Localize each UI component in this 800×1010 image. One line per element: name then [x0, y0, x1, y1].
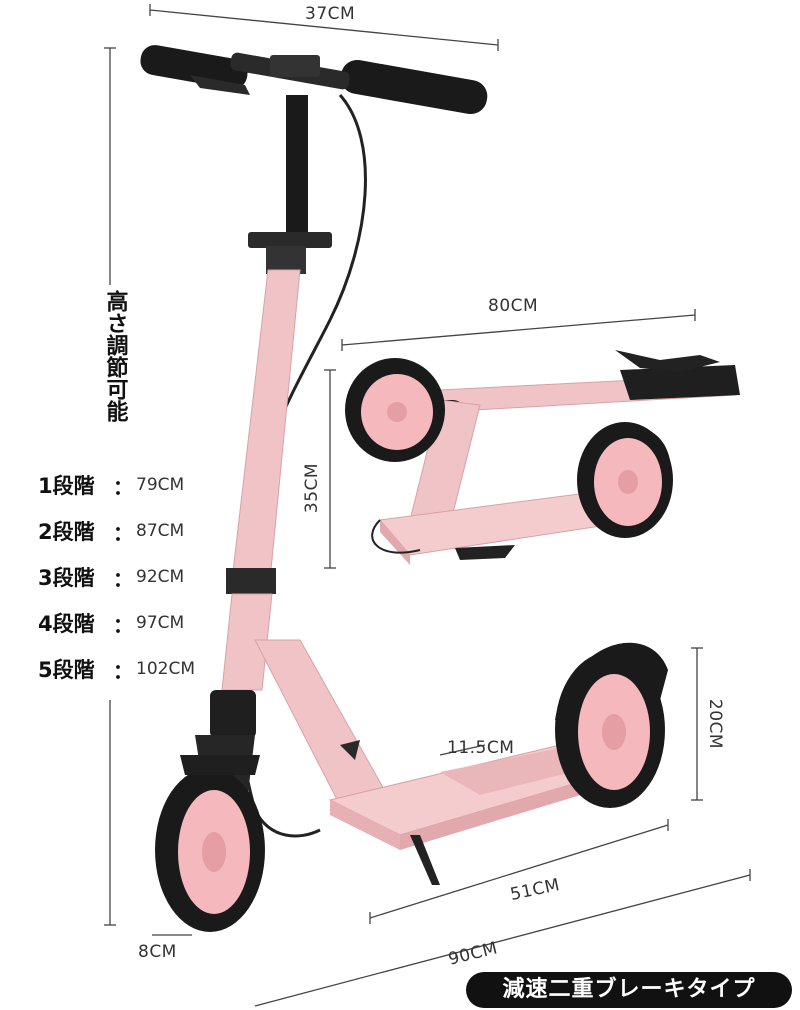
height-level-5: 5段階 ： 102CM — [38, 646, 195, 692]
level-value: 97CM — [136, 613, 185, 633]
height-level-4: 4段階 ： 97CM — [38, 600, 195, 646]
level-value: 87CM — [136, 521, 185, 541]
brake-type-badge: 減速二重ブレーキタイプ — [466, 972, 792, 1008]
level-value: 92CM — [136, 567, 185, 587]
level-separator: ： — [113, 474, 133, 499]
level-label: 3段階 — [38, 566, 95, 590]
height-level-2: 2段階 ： 87CM — [38, 508, 195, 554]
dimension-lines — [104, 4, 751, 1007]
scooter-main — [140, 45, 668, 932]
level-separator: ： — [113, 612, 133, 637]
level-separator: ： — [113, 566, 133, 591]
level-separator: ： — [113, 658, 133, 683]
dim-folded-length: 80CM — [488, 296, 539, 316]
dim-fender-height: 20CM — [705, 698, 726, 750]
dim-folded-height: 35CM — [302, 462, 323, 514]
level-value: 102CM — [136, 659, 195, 679]
level-label: 2段階 — [38, 520, 95, 544]
height-levels-list: 1段階 ： 79CM 2段階 ： 87CM 3段階 ： 92CM 4段階 ： 9… — [38, 462, 195, 692]
dim-deck-width: 11.5CM — [447, 738, 515, 758]
level-label: 4段階 — [38, 612, 95, 636]
level-value: 79CM — [136, 475, 185, 495]
level-label: 1段階 — [38, 474, 95, 498]
level-label: 5段階 — [38, 658, 95, 682]
scooter-folded — [345, 350, 740, 565]
height-adjust-title-text: 高さ調節可能 — [102, 290, 128, 422]
height-adjust-title: 高さ調節可能 — [100, 290, 130, 429]
height-level-3: 3段階 ： 92CM — [38, 554, 195, 600]
level-separator: ： — [113, 520, 133, 545]
height-level-1: 1段階 ： 79CM — [38, 462, 195, 508]
dim-width-top: 37CM — [305, 4, 356, 24]
dim-wheel-width: 8CM — [138, 942, 177, 962]
